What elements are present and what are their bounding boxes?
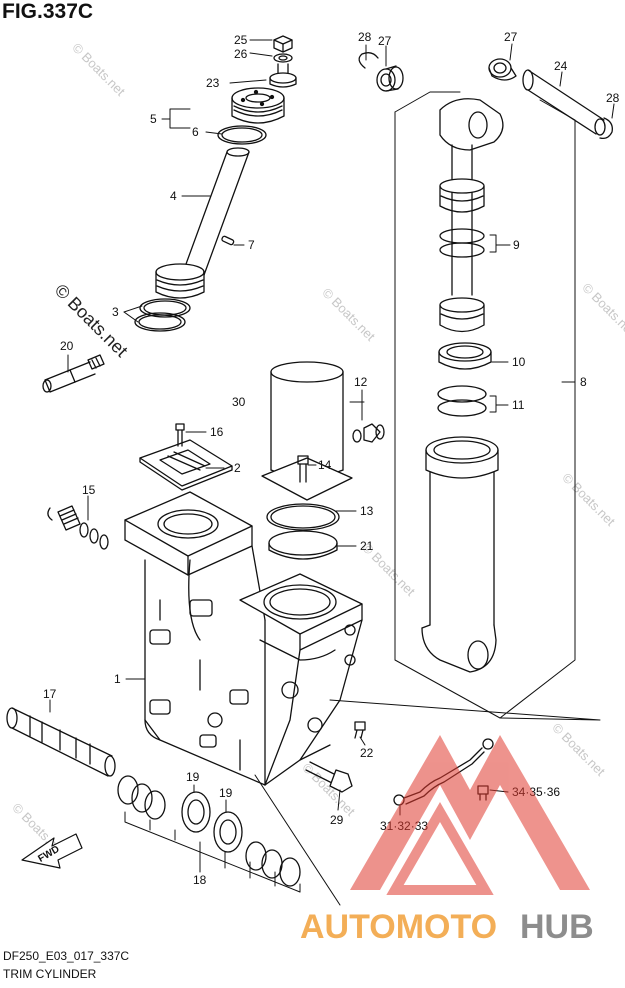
callout-8: 8 xyxy=(580,375,587,389)
part-17-shaft xyxy=(6,707,116,777)
part-25-nut xyxy=(273,35,293,53)
callout-3: 3 xyxy=(112,305,119,319)
part-2-plate xyxy=(139,439,233,491)
callout-14: 14 xyxy=(318,458,332,472)
callout-26: 26 xyxy=(234,47,248,61)
part-10-seal xyxy=(438,342,492,370)
callout-20: 20 xyxy=(60,339,74,353)
part-29-bolt xyxy=(305,761,353,793)
part-22-screw xyxy=(354,721,366,739)
callout-28-right: 28 xyxy=(606,91,620,105)
figure-title: FIG.337C xyxy=(2,0,94,23)
callout-30: 30 xyxy=(232,395,246,409)
callout-28-left: 28 xyxy=(358,30,372,44)
trim-cylinder-barrel xyxy=(421,436,499,673)
callout-17: 17 xyxy=(43,687,57,701)
figure-name: TRIM CYLINDER xyxy=(3,967,97,981)
callout-4: 4 xyxy=(170,189,177,203)
leader-lines xyxy=(49,39,615,873)
callout-25: 25 xyxy=(234,33,248,47)
part-21-seal xyxy=(268,530,338,560)
part-11-o-rings xyxy=(437,385,487,417)
part-26-washer xyxy=(273,53,293,63)
part-4-piston-rod xyxy=(181,147,250,276)
callout-19-left: 19 xyxy=(186,770,200,784)
callout-27-left: 27 xyxy=(378,34,392,48)
callout-6: 6 xyxy=(192,125,199,139)
part-28-circlip-left xyxy=(358,52,379,69)
assembly-lines xyxy=(254,699,601,906)
callout-19-right: 19 xyxy=(219,786,233,800)
callout-11: 11 xyxy=(512,398,525,412)
part-27-bushing-right xyxy=(488,58,517,81)
piston-head xyxy=(155,263,205,299)
callout-21: 21 xyxy=(360,539,374,553)
part-3-o-rings xyxy=(134,298,191,332)
callout-23: 23 xyxy=(206,76,220,90)
part-7-pin xyxy=(221,235,235,246)
part-9-o-rings xyxy=(439,228,485,258)
callout-16: 16 xyxy=(210,425,224,439)
part-18-19-rings xyxy=(117,775,301,887)
callout-18: 18 xyxy=(193,873,207,887)
callout-10: 10 xyxy=(512,355,526,369)
callout-13: 13 xyxy=(360,504,374,518)
part-6-o-ring xyxy=(217,125,267,145)
part-23-stud xyxy=(269,63,297,88)
part-18-bracket-lines xyxy=(124,811,301,893)
callout-24: 24 xyxy=(554,59,568,73)
part-12-plug xyxy=(352,423,385,443)
callout-12: 12 xyxy=(354,375,368,389)
part-13-o-ring xyxy=(266,503,340,531)
part-16-screw xyxy=(175,423,185,447)
callout-labels: 25 26 23 5 6 4 7 3 20 16 2 15 30 14 13 2… xyxy=(36,30,619,887)
automotohub-logo: AUTOMOTO HUB xyxy=(300,735,594,946)
callout-5: 5 xyxy=(150,112,157,126)
callout-9: 9 xyxy=(513,238,520,252)
logo-text-hub: HUB xyxy=(520,908,594,946)
callout-2: 2 xyxy=(234,461,241,475)
callout-27-right: 27 xyxy=(504,30,518,44)
callout-22: 22 xyxy=(360,746,374,760)
callout-15: 15 xyxy=(82,483,96,497)
part-24-pivot-pin xyxy=(522,69,606,136)
fwd-arrow xyxy=(21,833,83,869)
part-28-circlip-right xyxy=(599,117,613,140)
callout-7: 7 xyxy=(248,238,255,252)
callout-1: 1 xyxy=(114,672,121,686)
part-14-screw xyxy=(297,455,309,483)
callout-29: 29 xyxy=(330,813,344,827)
rod-piston-upper xyxy=(439,178,485,213)
trim-rod-eye xyxy=(439,98,504,296)
part-30-reservoir xyxy=(261,361,353,501)
part-20-valve xyxy=(42,354,105,393)
part-5-cylinder-cap xyxy=(231,87,285,124)
part-15-valve xyxy=(47,505,109,550)
part-1-housing xyxy=(124,491,363,786)
part-27-bushing-left xyxy=(376,65,404,92)
figure-code: DF250_E03_017_337C xyxy=(3,949,130,963)
part-8-bracket xyxy=(394,91,576,719)
logo-text-automoto: AUTOMOTO xyxy=(300,908,497,946)
rod-piston-lower xyxy=(439,297,485,333)
